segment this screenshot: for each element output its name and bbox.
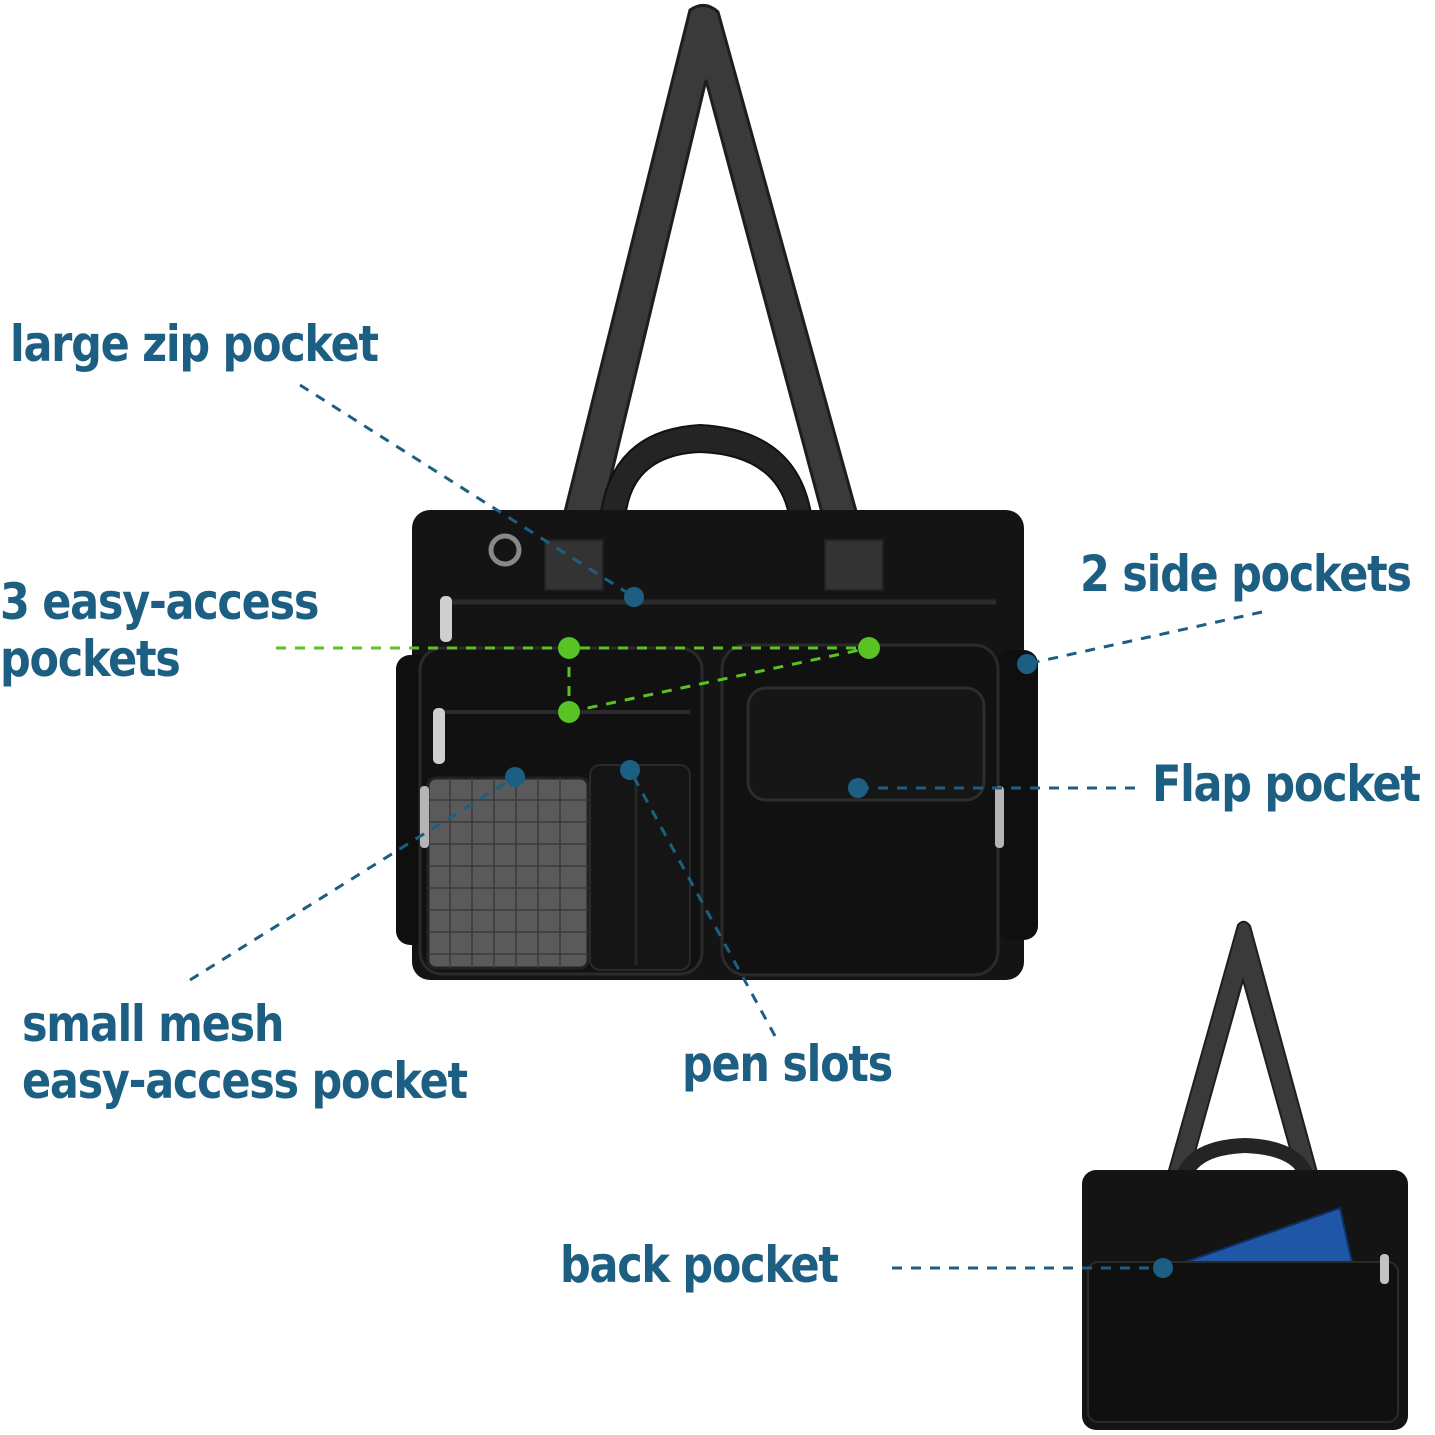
callout-dots	[505, 587, 1173, 1278]
dot-pen	[620, 760, 640, 780]
leader-mesh	[189, 775, 516, 982]
label-text: pen slots	[682, 1035, 893, 1093]
pen-slot-pocket	[589, 764, 691, 971]
d-ring	[488, 533, 522, 567]
zipper-pull	[1380, 1254, 1389, 1284]
leader-easy-access	[568, 646, 870, 714]
dot-easy-access	[858, 637, 880, 659]
easy-access-dots	[558, 637, 880, 723]
label-text: large zip pocket	[10, 315, 379, 373]
strap-tab-left	[544, 539, 604, 591]
label-small-mesh-pocket: small mesh easy-access pocket	[22, 995, 468, 1110]
label-pen-slots: pen slots	[682, 1035, 893, 1093]
easy-access-lines	[276, 646, 870, 714]
top-handle	[598, 423, 814, 521]
label-text: Flap pocket	[1152, 755, 1421, 813]
dot-easy-access	[558, 701, 580, 723]
dot-back	[1153, 1258, 1173, 1278]
zipper-pull	[995, 786, 1004, 848]
mesh-pocket	[426, 776, 590, 970]
dot-flap	[848, 778, 868, 798]
callout-lines	[189, 383, 1263, 1270]
top-handle	[1175, 1138, 1315, 1178]
label-text-line2: pockets	[0, 630, 181, 688]
label-text-line1: 3 easy-access	[0, 573, 319, 631]
label-easy-access-pockets: 3 easy-access pockets	[0, 573, 319, 688]
label-side-pockets: 2 side pockets	[1080, 545, 1412, 603]
back-pocket	[1087, 1261, 1399, 1423]
label-text: back pocket	[560, 1236, 839, 1294]
strap-tab-right	[824, 539, 884, 591]
dot-easy-access	[558, 637, 580, 659]
main-tote-bag	[396, 4, 1038, 980]
back-view-bag	[1082, 920, 1408, 1430]
label-text-line2: easy-access pocket	[22, 1052, 468, 1110]
zipper-pull	[420, 786, 429, 848]
label-flap-pocket: Flap pocket	[1152, 755, 1421, 813]
flap	[746, 686, 986, 802]
dot-mesh	[505, 767, 525, 787]
mesh-texture	[428, 778, 588, 968]
shoulder-strap	[546, 4, 877, 582]
dot-large-zip	[624, 587, 644, 607]
label-text: 2 side pockets	[1080, 545, 1412, 603]
label-text-line1: small mesh	[22, 995, 284, 1053]
label-large-zip-pocket: large zip pocket	[10, 315, 379, 373]
zipper-pull	[440, 596, 452, 642]
zipper-pull	[433, 708, 445, 764]
leader-side-pockets	[1026, 610, 1263, 666]
label-back-pocket: back pocket	[560, 1236, 839, 1294]
leader-large-zip	[299, 383, 635, 599]
dot-side-pockets	[1017, 654, 1037, 674]
side-pocket-right	[996, 650, 1038, 940]
leader-pen	[628, 769, 777, 1037]
